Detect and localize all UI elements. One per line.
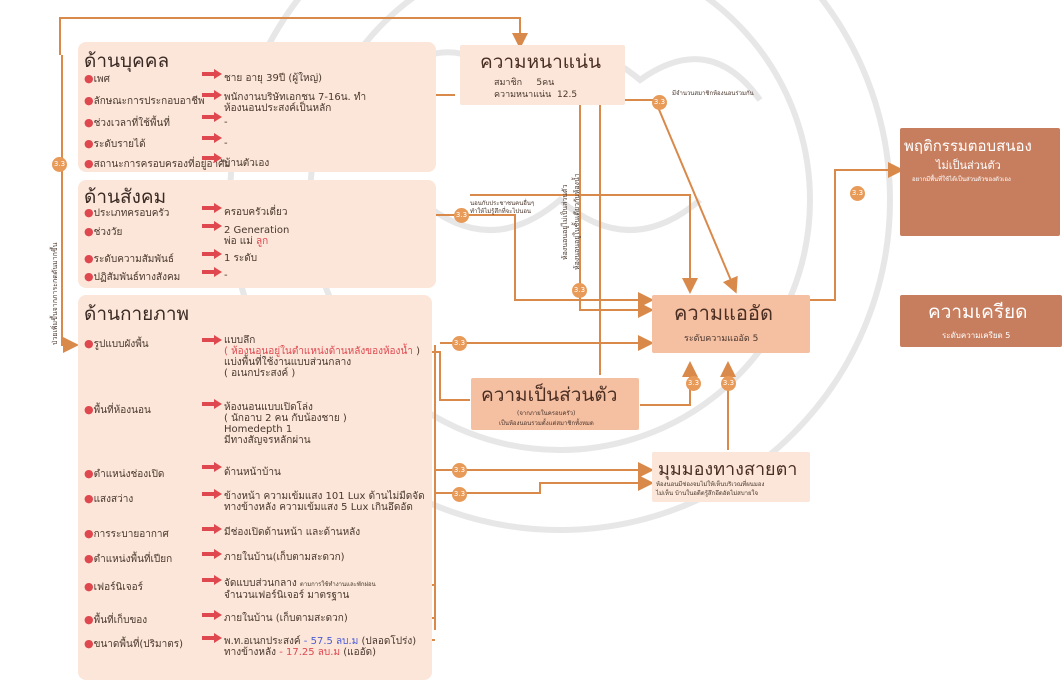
- physical-label-storage: ●พื้นที่เก็บของ: [84, 613, 148, 626]
- social-value-family: ครอบครัวเดี่ยว: [224, 207, 288, 218]
- physical-value-bedroom: ห้องนอนแบบเปิดโล่ง ( นักอาบ 2 คน กับน้อง…: [224, 402, 347, 446]
- red-arrow-icon: [202, 524, 222, 534]
- sightline-title: มุมมองทางสายตา: [658, 459, 798, 480]
- physical-value-opening: ด้านหน้าบ้าน: [224, 467, 281, 478]
- social-value-relation: 1 ระดับ: [224, 253, 258, 264]
- red-arrow-icon: [202, 221, 222, 231]
- density-line1: สมาชิก 5คน: [494, 78, 555, 88]
- personal-title: ด้านบุคคล: [84, 50, 170, 72]
- physical-label-opening: ●ตำแหน่งช่องเปิด: [84, 467, 165, 480]
- physical-value-ventilation: มีช่องเปิดด้านหน้า และด้านหลัง: [224, 527, 361, 538]
- step-badge: 3.3: [652, 95, 667, 110]
- physical-label-plan: ●รูปแบบผังพื้น: [84, 337, 149, 350]
- social-panel: ด้านสังคม ●ประเภทครอบครัว ●ช่วงวัย ●ระดั…: [78, 180, 436, 288]
- personal-label-gender: ●เพศ: [84, 72, 110, 85]
- social-label-age: ●ช่วงวัย: [84, 225, 123, 238]
- response-sub2: อยากมีพื้นที่ใช้ได้เป็นส่วนตัวของตัวเอง: [912, 176, 1011, 183]
- red-arrow-icon: [202, 549, 222, 559]
- physical-label-furniture: ●เฟอร์นิเจอร์: [84, 580, 143, 593]
- vertical-note-1: ห้องนอนอยู่ไม่เป็นส่วนตัว: [561, 184, 569, 260]
- physical-value-size: พ.ท.อเนกประสงค์ - 57.5 ลบ.ม (ปลอดโปร่ง) …: [224, 636, 417, 658]
- red-arrow-icon: [202, 267, 222, 277]
- step-badge: 3.3: [452, 487, 467, 502]
- red-arrow-icon: [202, 610, 222, 620]
- physical-label-size: ●ขนาดพื้นที่(ปริมาตร): [84, 637, 184, 650]
- personal-label-occupation: ●ลักษณะการประกอบอาชีพ: [84, 94, 205, 107]
- personal-label-time: ●ช่วงเวลาที่ใช้พื้นที่: [84, 116, 170, 129]
- density-line2: ความหนาแน่น 12.5: [494, 90, 578, 100]
- physical-value-light: ข้างหน้า ความเข้มแสง 101 Lux ด้านไม่มืดจ…: [224, 491, 425, 513]
- personal-label-income: ●ระดับรายได้: [84, 137, 146, 150]
- personal-label-ownership: ●สถานะการครอบครองที่อยู่อาศัย: [84, 157, 231, 170]
- social-note-1: นอนกับประชาชนคนอื่นๆ: [470, 200, 535, 207]
- stress-sub: ระดับความเครียด 5: [942, 331, 1011, 340]
- social-title: ด้านสังคม: [84, 186, 167, 208]
- red-arrow-icon: [202, 575, 222, 585]
- red-arrow-icon: [202, 462, 222, 472]
- sightline-sub2: ไม่เห็น บ้านในอดีตรู้สึกอึดอัดไม่สบายใจ: [656, 490, 758, 497]
- red-arrow-icon: [202, 112, 222, 122]
- social-value-interaction: -: [224, 270, 228, 281]
- personal-value-time: -: [224, 117, 228, 128]
- personal-panel: ด้านบุคคล ●เพศ ●ลักษณะการประกอบอาชีพ ●ช่…: [78, 42, 436, 172]
- social-label-interaction: ●ปฏิสัมพันธ์ทางสังคม: [84, 270, 181, 283]
- step-badge: 3.3: [454, 208, 469, 223]
- red-arrow-icon: [202, 90, 222, 100]
- personal-value-income: -: [224, 138, 228, 149]
- personal-value-occupation: พนักงานบริษัทเอกชน 7-16น. ทำห้องนอนประสง…: [224, 92, 367, 114]
- physical-value-plan: แบบลึก ( ห้องนอนอยู่ในตำแหน่งด้านหลังของ…: [224, 335, 420, 379]
- red-arrow-icon: [202, 69, 222, 79]
- red-arrow-icon: [202, 489, 222, 499]
- step-badge: 3.3: [686, 376, 701, 391]
- left-vertical-note: ป่วยเพิ่มขึ้นจากภาระกดดันมากขึ้น: [51, 242, 59, 345]
- red-arrow-icon: [202, 633, 222, 643]
- stress-title: ความเครียด: [928, 301, 1028, 323]
- crowding-sub: ระดับความแออัด 5: [684, 334, 759, 344]
- personal-value-gender: ชาย อายุ 39ปี (ผู้ใหญ่): [224, 73, 323, 84]
- physical-panel: ด้านกายภาพ ●รูปแบบผังพื้น แบบลึก ( ห้องน…: [78, 295, 432, 680]
- step-badge: 3.3: [721, 376, 736, 391]
- red-arrow-icon: [202, 153, 222, 163]
- step-badge: 3.3: [452, 463, 467, 478]
- response-box: พฤติกรรมตอบสนอง ไม่เป็นส่วนตัว อยากมีพื้…: [900, 128, 1060, 236]
- red-arrow-icon: [202, 133, 222, 143]
- social-note-2: ทำให้ไม่รู้สึกที่จะไปนอน: [470, 208, 532, 215]
- physical-label-light: ●แสงสว่าง: [84, 492, 134, 505]
- stress-box: ความเครียด ระดับความเครียด 5: [900, 295, 1062, 347]
- red-arrow-icon: [202, 335, 222, 345]
- step-badge: 3.3: [452, 336, 467, 351]
- vertical-note-2: ห้องนอนอยู่ในชั้นเดียวกับห้องน้ำ: [573, 173, 581, 270]
- density-note: มีจำนวนสมาชิกห้องนอนร่วมกัน: [672, 90, 754, 97]
- step-badge: 3.3: [52, 157, 67, 172]
- physical-label-ventilation: ●การระบายอากาศ: [84, 527, 169, 540]
- response-sub: ไม่เป็นส่วนตัว: [936, 159, 1001, 172]
- physical-title: ด้านกายภาพ: [84, 303, 190, 325]
- crowding-box: ความแออัด ระดับความแออัด 5: [652, 295, 810, 353]
- privacy-sub1: (จากภายในครอบครัว): [517, 410, 576, 417]
- crowding-title: ความแออัด: [674, 301, 773, 325]
- physical-value-furniture: จัดแบบส่วนกลาง ตามการใช้ทำงานและพักผ่อนจ…: [224, 578, 376, 601]
- red-arrow-icon: [202, 249, 222, 259]
- social-label-family: ●ประเภทครอบครัว: [84, 206, 170, 219]
- social-label-relation: ●ระดับความสัมพันธ์: [84, 252, 174, 265]
- step-badge: 3.3: [572, 283, 587, 298]
- red-arrow-icon: [202, 399, 222, 409]
- privacy-title: ความเป็นส่วนตัว: [481, 384, 618, 406]
- response-title: พฤติกรรมตอบสนอง: [904, 137, 1032, 155]
- density-title: ความหนาแน่น: [480, 51, 601, 73]
- sightline-sub1: ห้องนอนมีช่องจมไม่ให้เห็นบริเวณที่ผนมอง: [656, 481, 765, 488]
- density-box: ความหนาแน่น สมาชิก 5คน ความหนาแน่น 12.5: [460, 45, 625, 105]
- privacy-box: ความเป็นส่วนตัว (จากภายในครอบครัว) เป็นห…: [471, 378, 639, 430]
- privacy-sub2: เป็นห้องนอนรวมตั้งแต่สมาชิกทั้งหมด: [499, 420, 594, 427]
- personal-value-ownership: บ้านตัวเอง: [224, 158, 270, 169]
- red-arrow-icon: [202, 203, 222, 213]
- physical-label-bedroom: ●พื้นที่ห้องนอน: [84, 403, 151, 416]
- step-badge: 3.3: [850, 186, 865, 201]
- physical-label-wet: ●ตำแหน่งพื้นที่เปียก: [84, 552, 173, 565]
- physical-value-wet: ภายในบ้าน(เก็บตามสะดวก): [224, 552, 345, 563]
- physical-value-storage: ภายในบ้าน (เก็บตามสะดวก): [224, 613, 348, 624]
- sightline-box: มุมมองทางสายตา ห้องนอนมีช่องจมไม่ให้เห็น…: [652, 452, 810, 502]
